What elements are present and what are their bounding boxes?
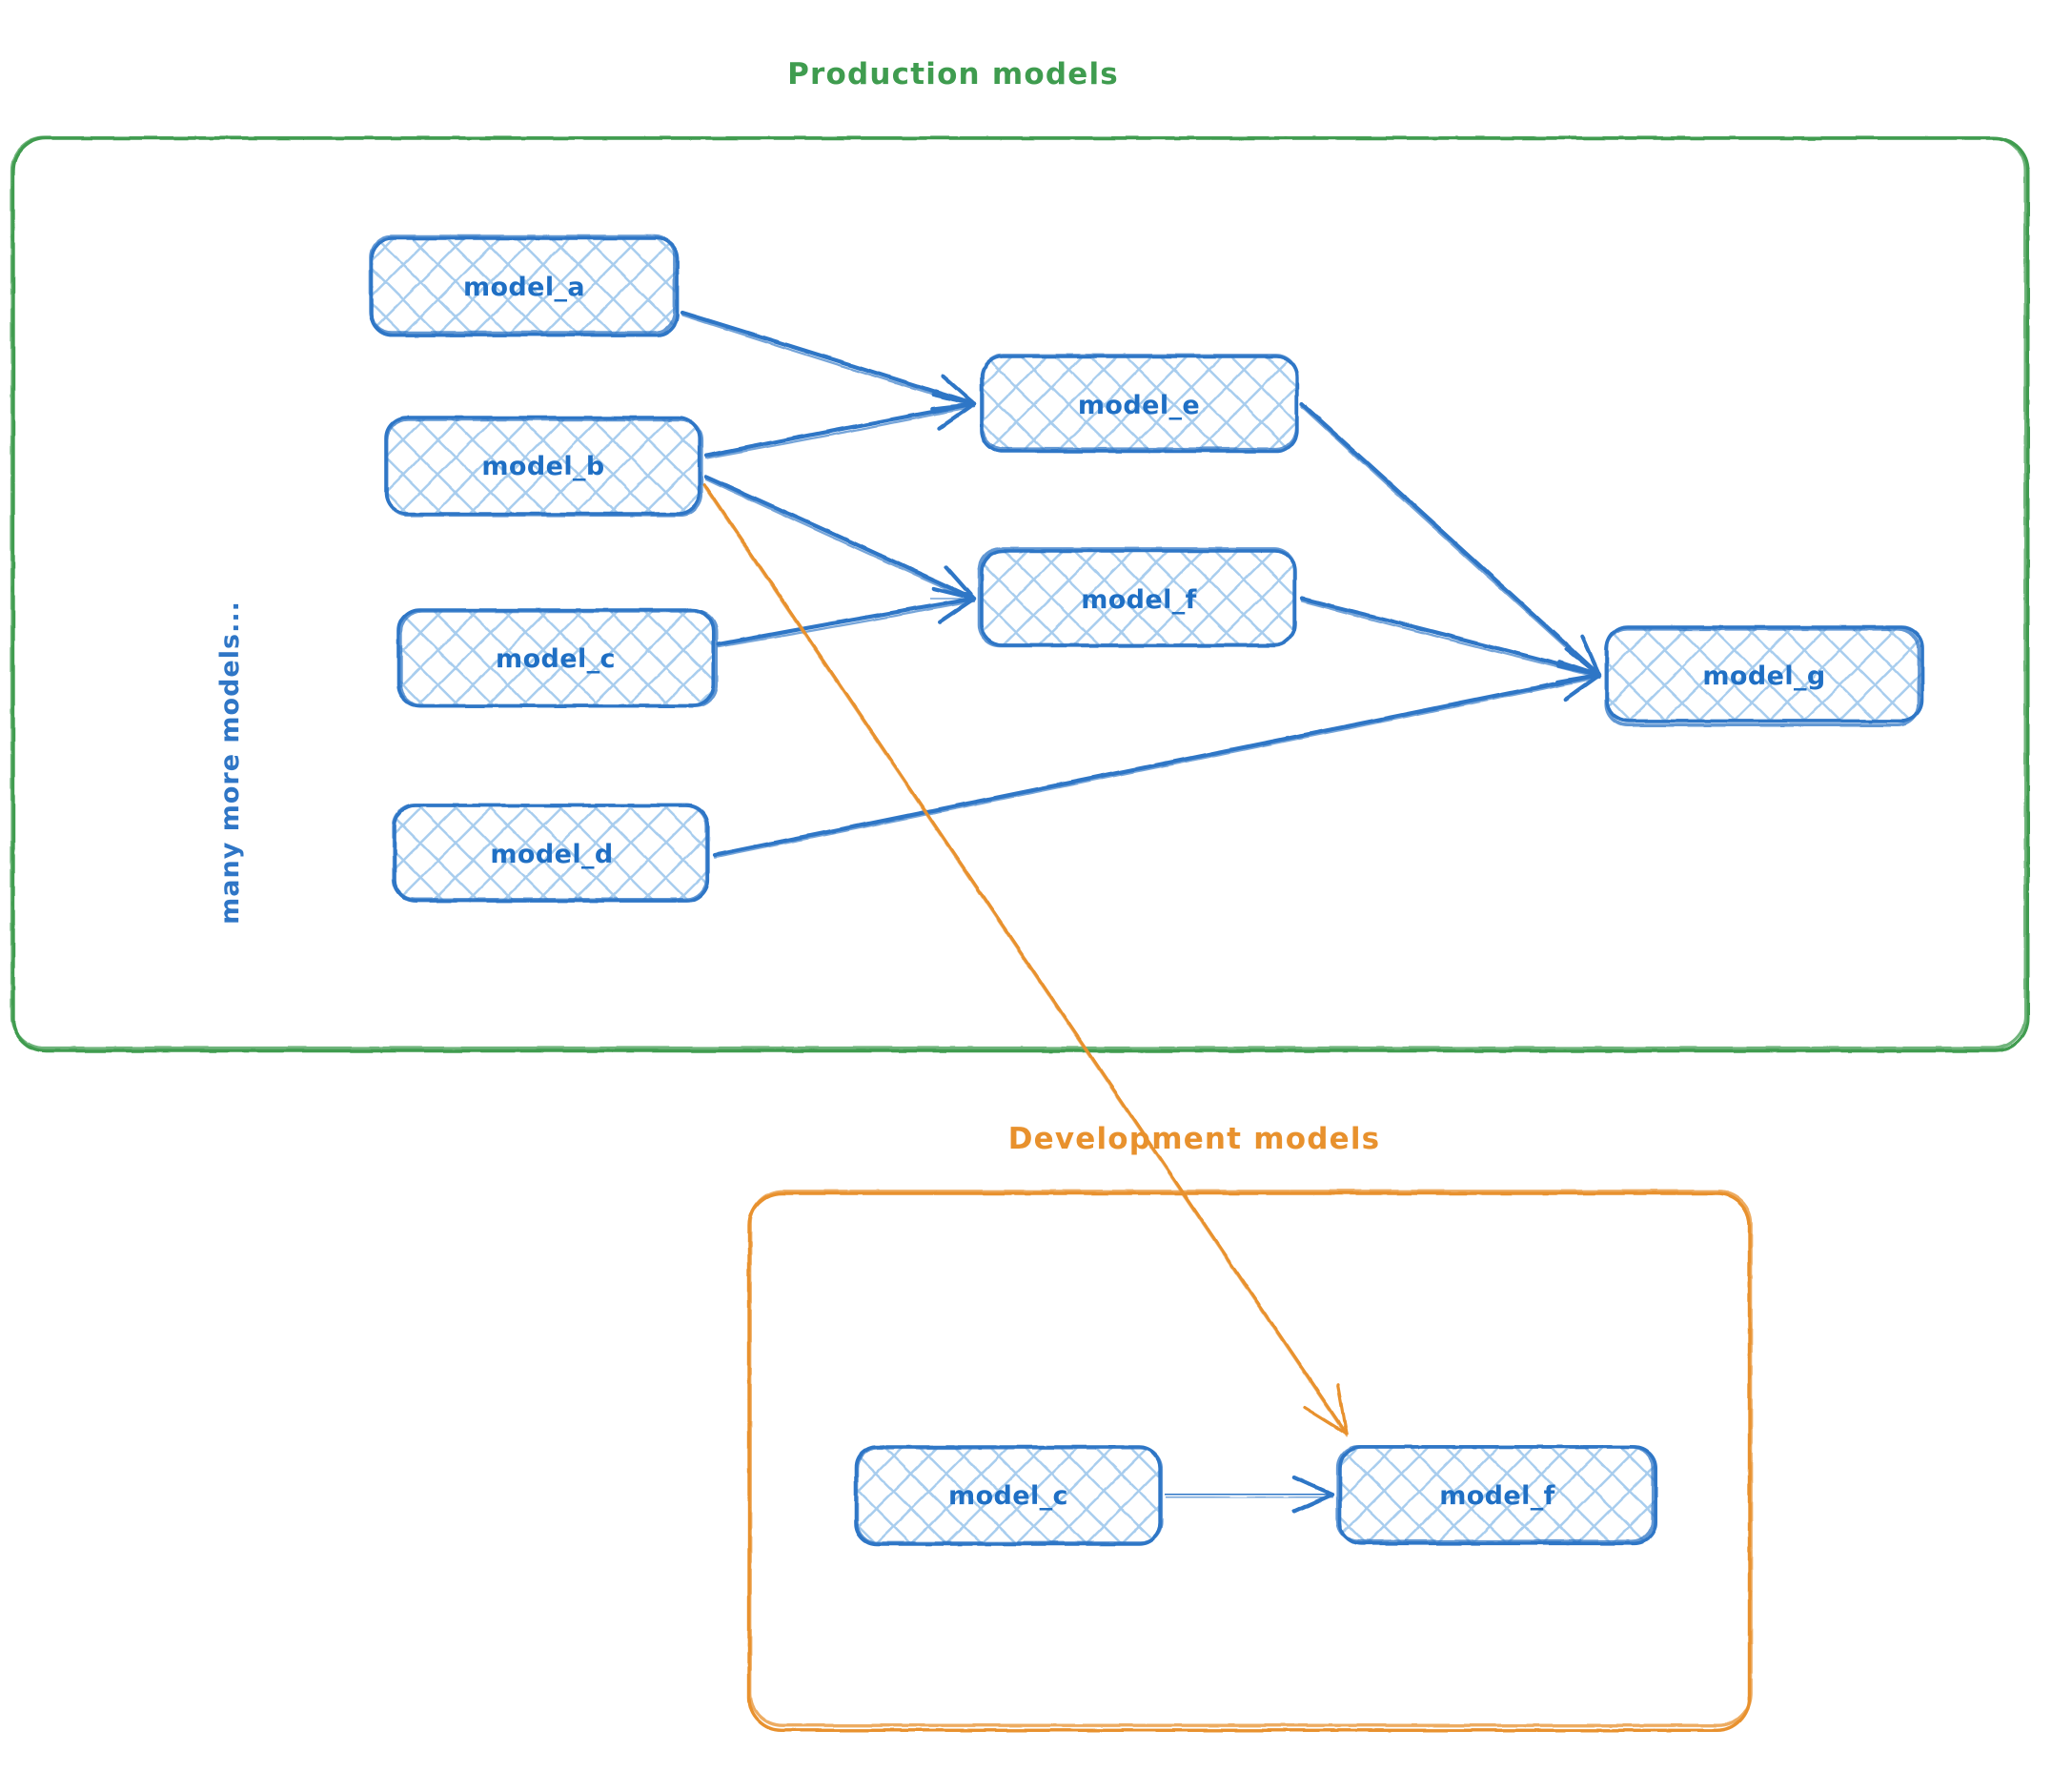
node-label: model_d (490, 840, 613, 869)
node-dev_model_f[interactable]: model_f (1335, 1445, 1657, 1546)
node-prod_model_c[interactable]: model_c (396, 608, 719, 708)
edge-e-to-g (1299, 401, 1602, 679)
edge-d-to-g (712, 663, 1602, 859)
node-label: model_e (1078, 391, 1200, 420)
node-prod_model_d[interactable]: model_d (392, 804, 710, 903)
node-label: model_f (1081, 585, 1197, 615)
node-prod_model_b[interactable]: model_b (384, 416, 703, 518)
production-group-title: Production models (787, 57, 1119, 92)
many-more-models-note: many more models... (215, 601, 245, 925)
group-container-development (747, 1190, 1753, 1733)
node-label: model_b (481, 452, 604, 481)
node-label: model_c (948, 1481, 1068, 1511)
node-dev_model_c[interactable]: model_c (854, 1445, 1164, 1546)
node-prod_model_a[interactable]: model_a (369, 234, 680, 337)
node-label: model_c (496, 644, 616, 674)
node-prod_model_e[interactable]: model_e (980, 354, 1299, 454)
node-label: model_a (463, 273, 585, 302)
node-layer: model_a model_b model_c model_d model_emodel… (369, 234, 1924, 1546)
edge-layer (680, 310, 1602, 1515)
edge-b-to-f (703, 474, 977, 602)
edge-prodb-to-devf (702, 482, 1349, 1437)
edge-a-to-e (680, 310, 977, 412)
node-label: model_g (1702, 662, 1825, 691)
node-label: model_f (1439, 1481, 1555, 1511)
edge-f-to-g (1299, 596, 1602, 684)
development-group-title: Development models (1008, 1122, 1381, 1156)
edge-b-to-e (703, 392, 977, 459)
group-container-production (10, 135, 2030, 1053)
node-prod_model_f[interactable]: model_f (977, 547, 1297, 648)
edge-devc-to-devf (1164, 1475, 1335, 1515)
node-prod_model_g[interactable]: model_g (1604, 625, 1924, 727)
edge-c-to-f (716, 586, 977, 648)
